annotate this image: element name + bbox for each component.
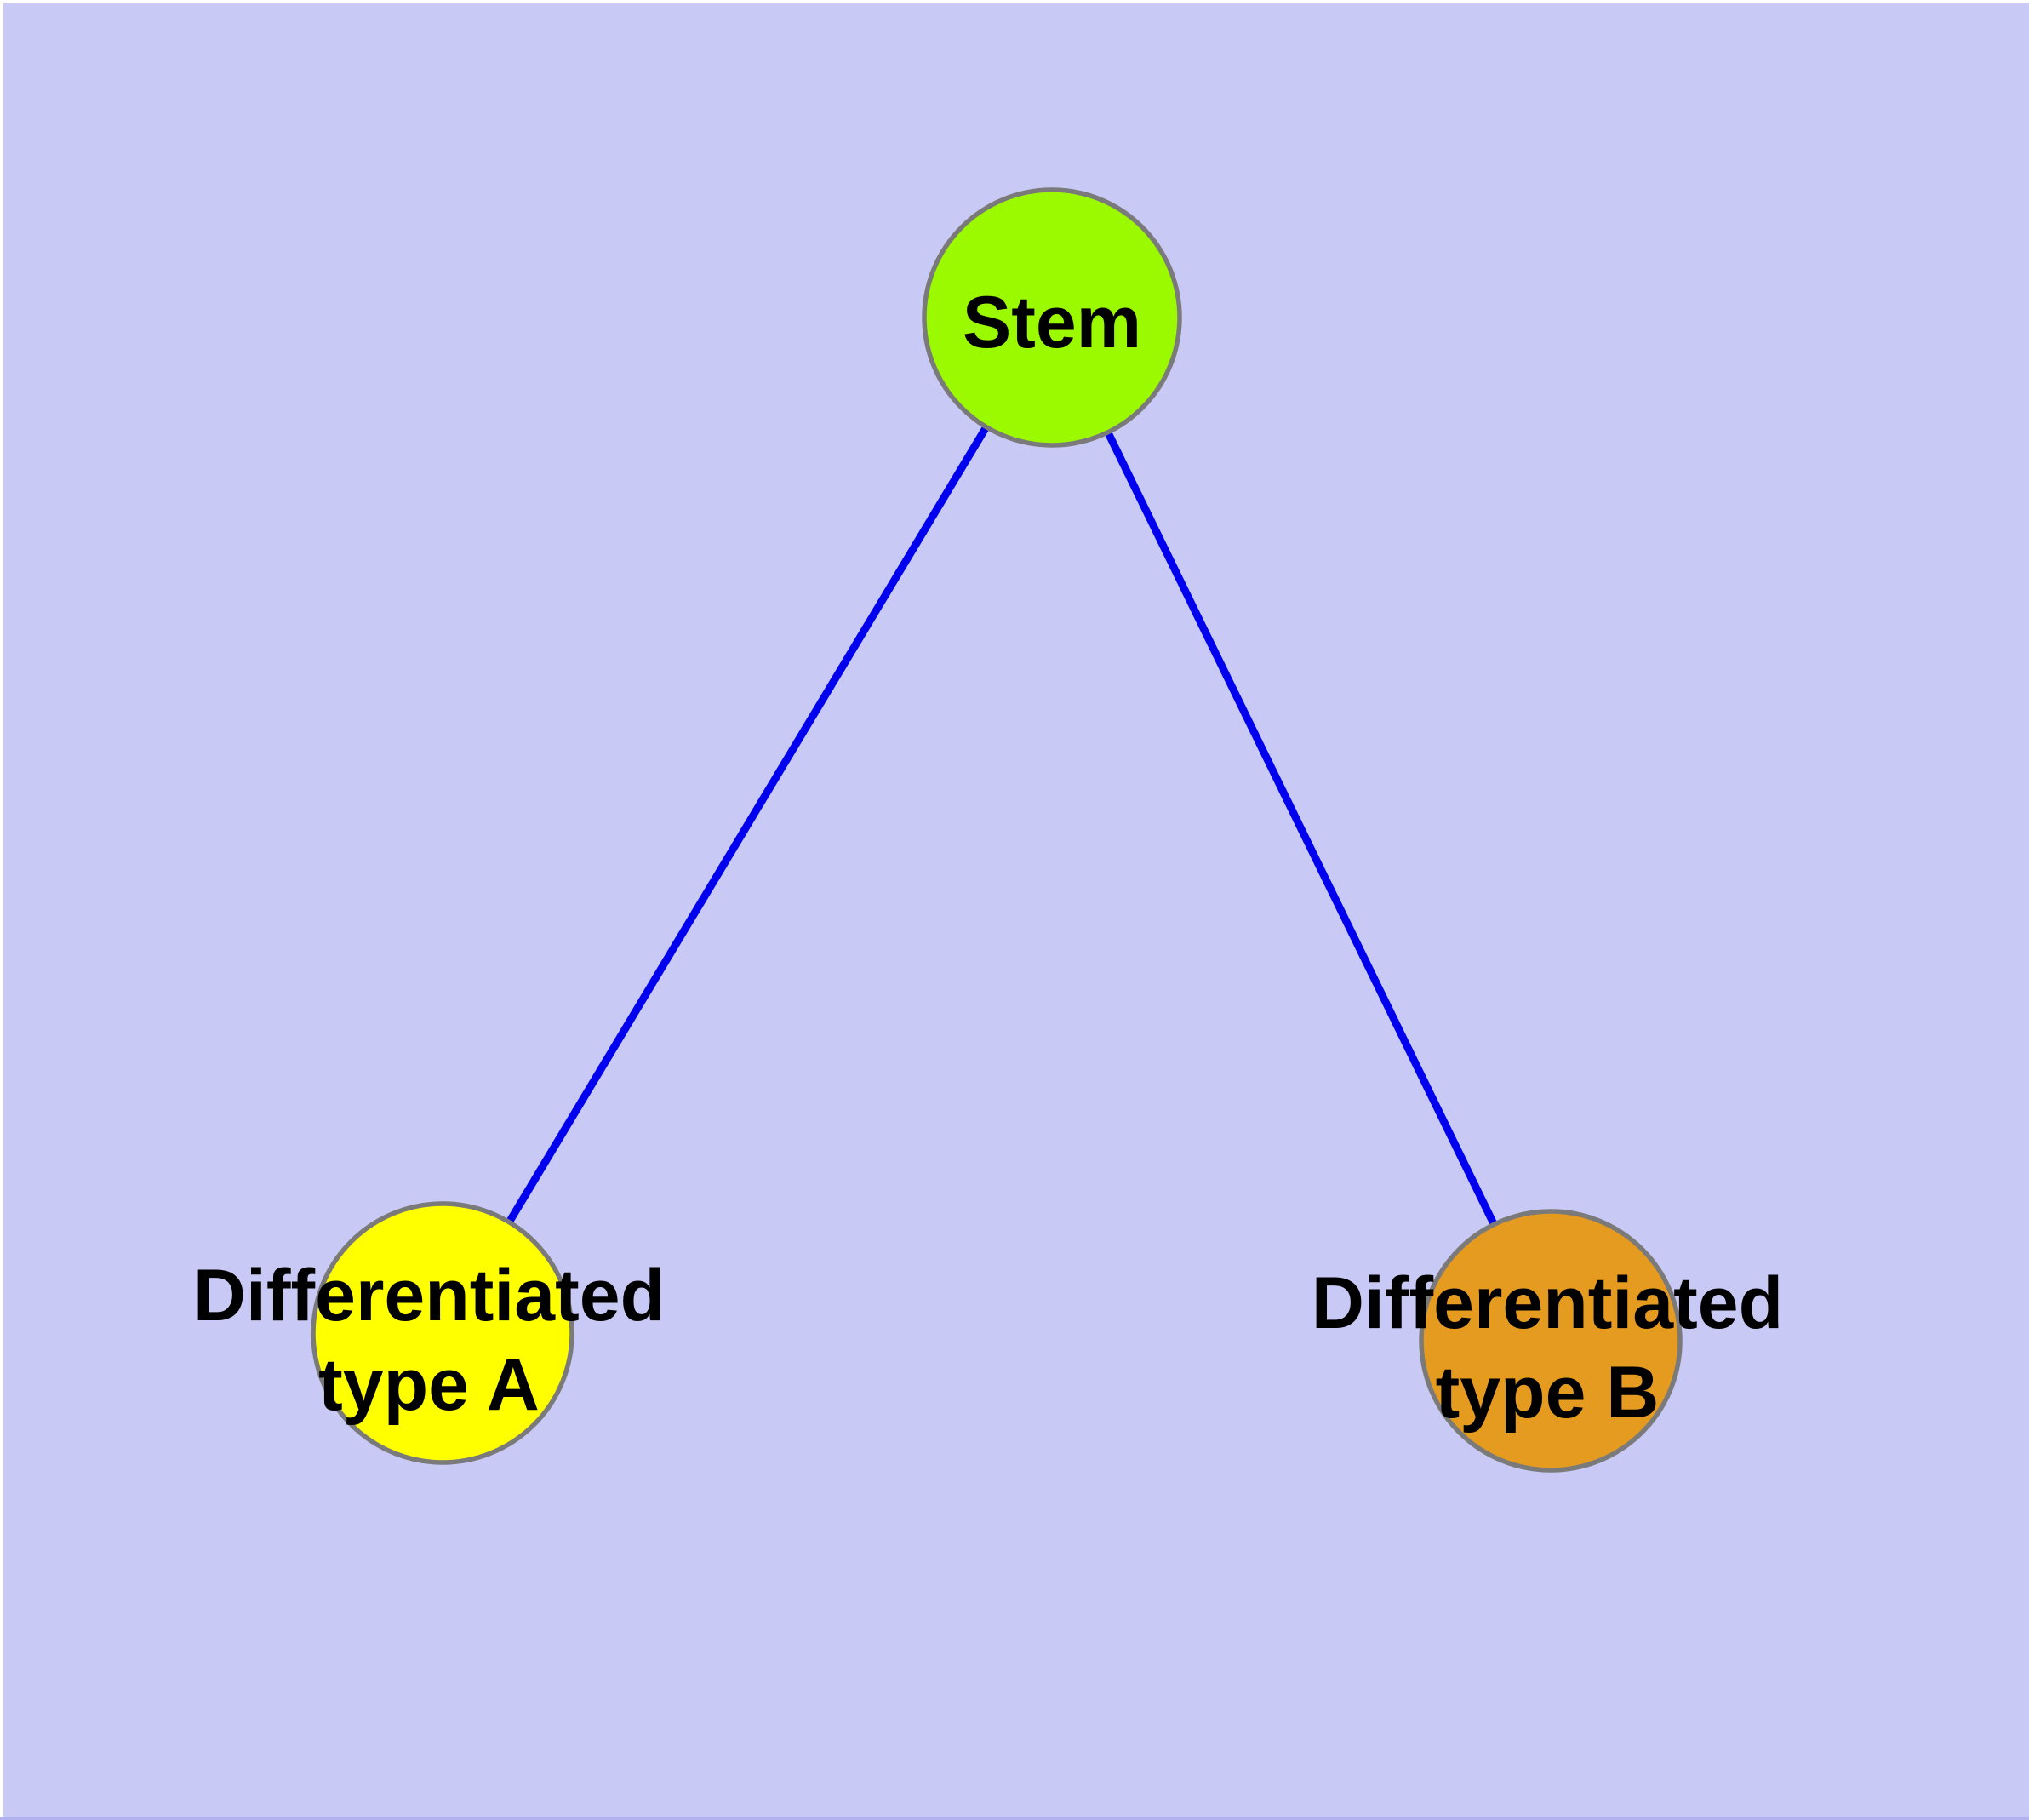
node-type-a-label-line2: type A bbox=[318, 1344, 540, 1426]
node-differentiated-type-a bbox=[311, 1201, 574, 1465]
node-stem bbox=[922, 187, 1182, 448]
edge-stem-to-type-a bbox=[439, 315, 1055, 1336]
bottom-edge-strip bbox=[0, 1817, 2029, 1820]
node-differentiated-type-b bbox=[1419, 1209, 1683, 1473]
node-type-b-label-line2: type B bbox=[1436, 1352, 1660, 1434]
node-stem-label: Stem bbox=[963, 282, 1141, 363]
node-type-a-label-line1: Differentiated bbox=[193, 1255, 665, 1336]
node-type-b-label-line1: Differentiated bbox=[1312, 1262, 1783, 1344]
edge-stem-to-type-b bbox=[1048, 316, 1555, 1342]
